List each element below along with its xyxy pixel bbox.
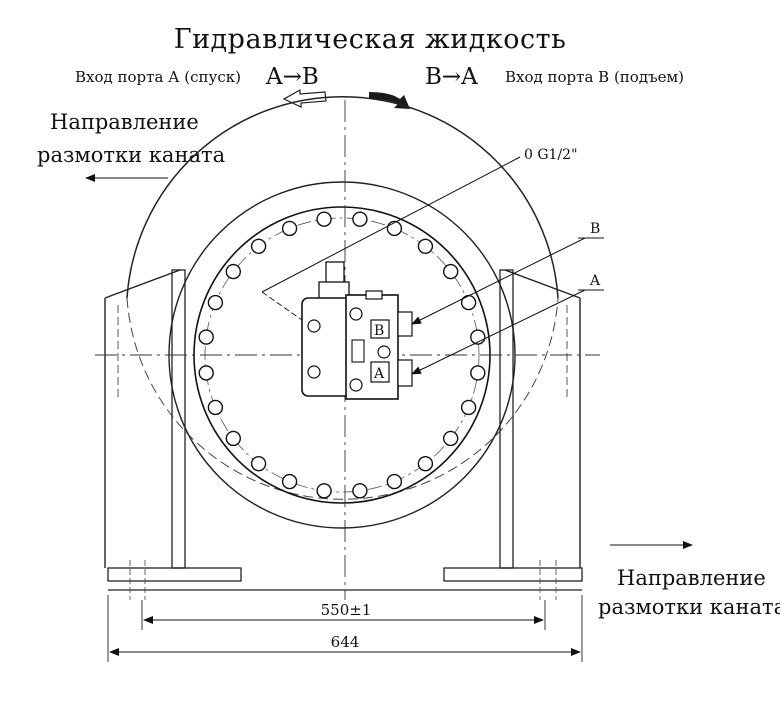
hydraulic-motor: B A (301, 261, 413, 400)
bolt-hole (250, 456, 267, 472)
port-a-flow-label: A→B (265, 64, 319, 90)
drum-flange-outline (126, 95, 559, 299)
motor-port-a-marker: A (373, 366, 385, 382)
bolt-hole (207, 399, 224, 416)
port-b-inlet-text: Вход порта В (подъем) (505, 68, 684, 86)
dim-550-label: 550±1 (321, 601, 372, 619)
motor-port-b-marker: B (374, 323, 384, 339)
hydraulic-fluid-title: Гидравлическая жидкость (174, 24, 567, 55)
bolt-hole (460, 294, 477, 311)
bolt-hole (281, 473, 298, 490)
port-a-label: A (589, 273, 601, 289)
bolt-hole (417, 456, 434, 472)
bolt-hole (470, 365, 486, 381)
frame-left-top-edge (104, 269, 181, 299)
port-b-flow-label: B→A (425, 64, 478, 90)
port-size-label: 0 G1/2" (524, 147, 578, 163)
bolt-hole (207, 294, 224, 311)
bolt-hole (352, 211, 368, 227)
bolt-hole (386, 220, 403, 237)
port-a-leader (411, 289, 586, 375)
flange-bolt-holes (198, 211, 486, 499)
port-b-leader (411, 237, 586, 325)
bolt-hole (460, 399, 477, 416)
bolt-hole (250, 238, 267, 255)
right-direction-line1: Направление (617, 566, 766, 590)
frame-right-top-edge (504, 269, 581, 299)
port-size-leader (261, 156, 521, 293)
bolt-hole (316, 211, 332, 227)
port-size-hidden-leader (261, 291, 303, 321)
right-base-foot (443, 567, 583, 582)
bolt-hole (417, 238, 434, 255)
lifting-flow-arrow-icon (369, 92, 410, 109)
left-base-foot (107, 567, 242, 582)
bolt-hole (443, 263, 459, 280)
drum-hidden-outline (126, 297, 559, 500)
dim-644-label: 644 (331, 633, 360, 651)
port-a-inlet-text: Вход порта А (спуск) (75, 68, 241, 86)
bolt-hole (386, 473, 403, 490)
right-direction-line2: размотки каната (598, 595, 780, 619)
bolt-hole (225, 430, 242, 447)
bolt-hole (198, 365, 214, 381)
left-direction-line1: Направление (50, 110, 199, 134)
bolt-hole (281, 220, 298, 237)
bolt-hole (198, 329, 214, 345)
bolt-hole (316, 483, 332, 499)
bolt-hole (225, 263, 242, 280)
left-direction-line2: размотки каната (37, 143, 225, 167)
bolt-hole (352, 483, 368, 499)
bolt-hole (443, 430, 459, 447)
port-b-label: B (590, 221, 600, 237)
